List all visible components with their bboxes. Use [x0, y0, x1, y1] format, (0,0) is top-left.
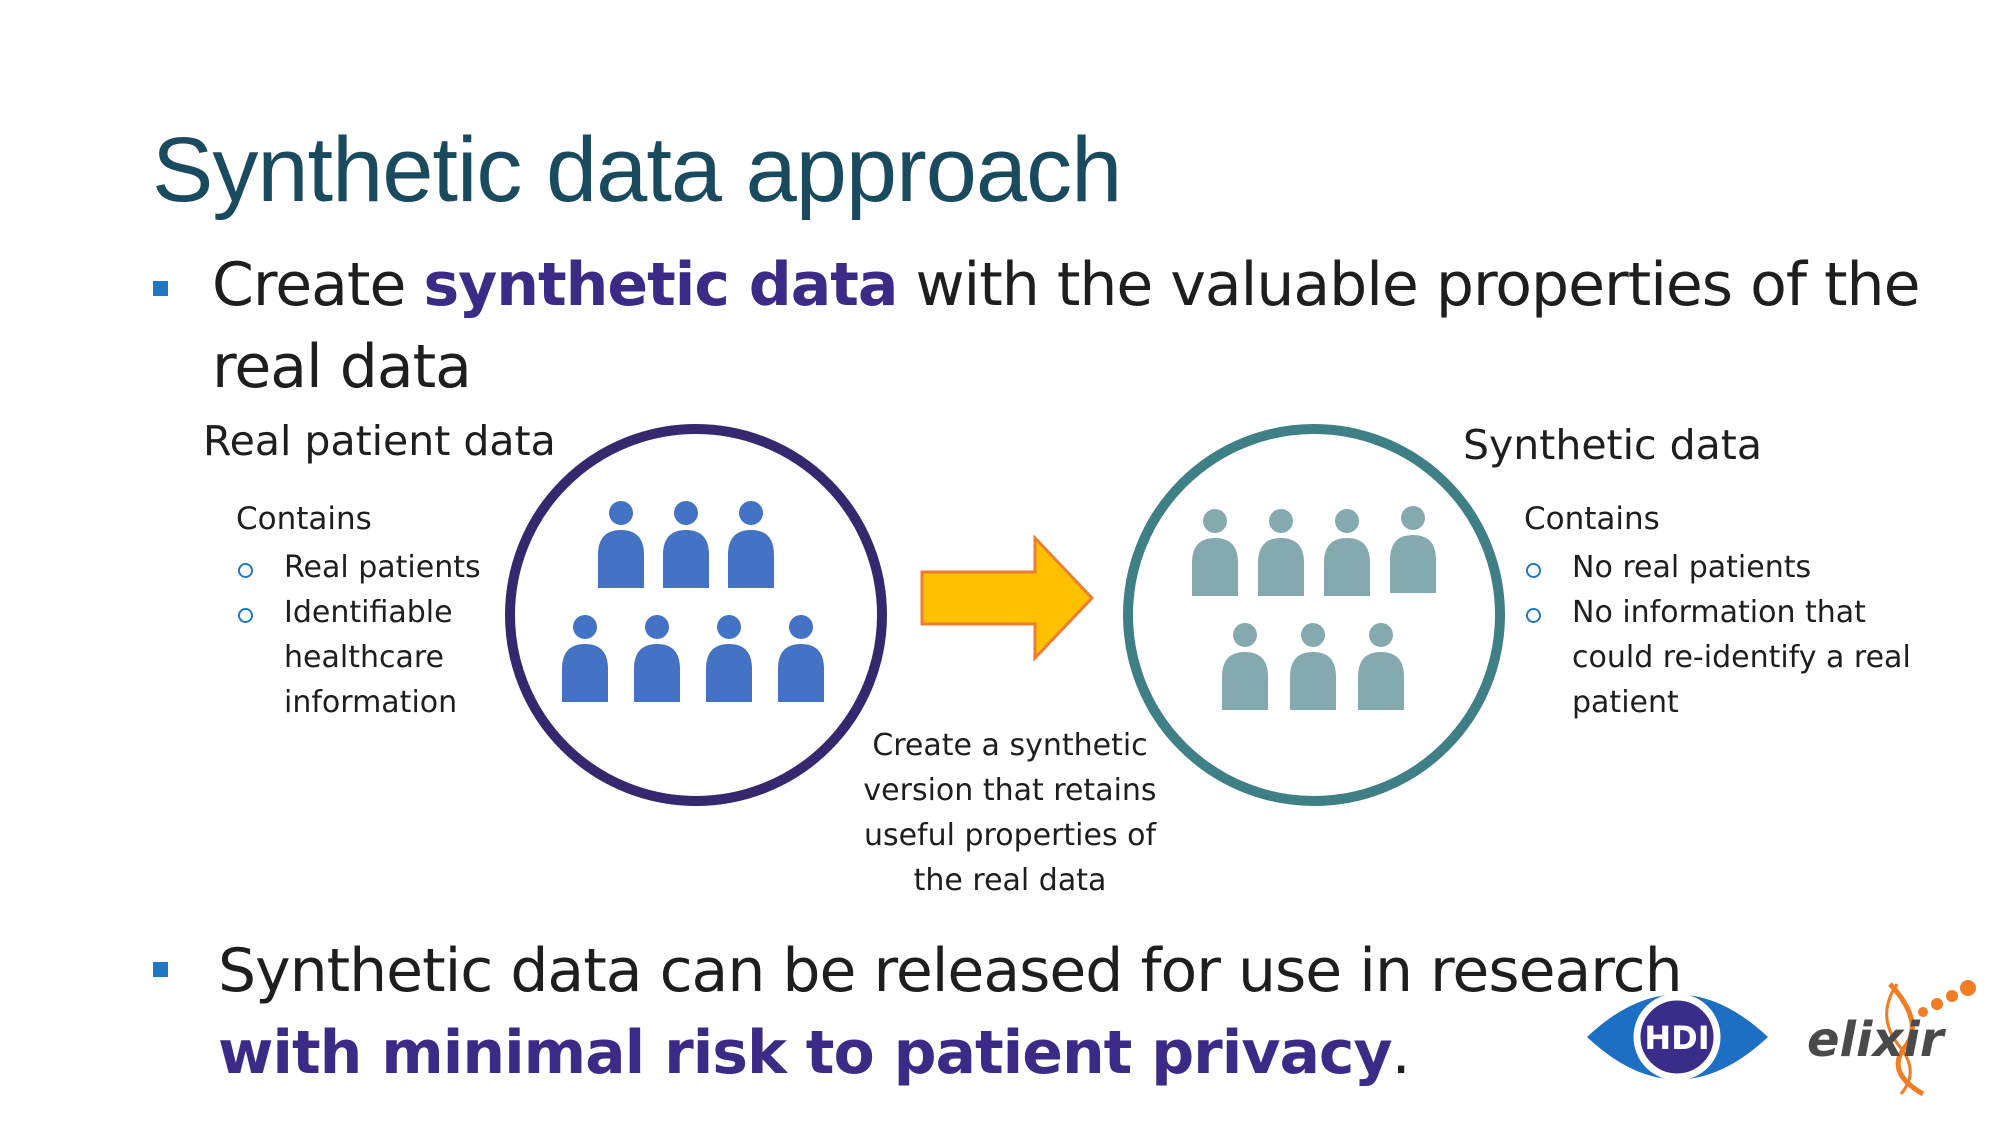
synthetic-data-circle [1123, 424, 1505, 806]
list-item: Real patients [236, 545, 536, 590]
hdi-eye-logo: HDI [1587, 993, 1768, 1081]
person-icon [706, 615, 752, 702]
person-icon [1358, 623, 1404, 710]
bullet-1-text: Create synthetic data with the valuable … [212, 250, 1920, 402]
real-contains-label: Contains [236, 501, 372, 537]
bullet-2-text: Synthetic data can be released for use i… [218, 936, 1683, 1088]
slide-title: Synthetic data approach [152, 119, 1122, 221]
synthetic-contains-list: No real patients No information that cou… [1524, 545, 1924, 725]
arrow-caption: Create a synthetic version that retains … [863, 728, 1157, 898]
person-icon [1290, 623, 1336, 710]
person-icon [1258, 509, 1304, 596]
elixir-logo: elixir [1807, 980, 1976, 1097]
person-icon [1222, 623, 1268, 710]
elixir-logo-text: elixir [1807, 1012, 1947, 1068]
synthetic-data-label: Synthetic data [1463, 421, 1762, 469]
bullet-1-highlight: synthetic data [423, 250, 898, 320]
list-item: Identifiable healthcare information [236, 590, 536, 725]
person-icon [598, 501, 644, 588]
arrow-right-icon [920, 534, 1095, 662]
person-icon [728, 501, 774, 588]
hdi-logo-text: HDI [1644, 1019, 1709, 1057]
synthetic-people-group [1192, 506, 1436, 710]
person-icon [778, 615, 824, 702]
list-item: No information that could re-identify a … [1524, 590, 1924, 725]
real-contains-list: Real patients Identifiable healthcare in… [236, 545, 536, 725]
person-icon [1324, 509, 1370, 596]
real-people-group [562, 501, 824, 702]
list-item: No real patients [1524, 545, 1924, 590]
person-icon [1390, 506, 1436, 593]
person-icon [634, 615, 680, 702]
person-icon [1192, 509, 1238, 596]
bullet-square-icon [153, 281, 168, 296]
real-data-label: Real patient data [203, 417, 556, 465]
synthetic-contains-label: Contains [1524, 501, 1660, 537]
person-icon [663, 501, 709, 588]
bullet-square-icon [153, 962, 168, 977]
person-icon [562, 615, 608, 702]
real-data-circle [505, 424, 887, 806]
bullet-2-highlight: with minimal risk to patient privacy [218, 1018, 1393, 1088]
